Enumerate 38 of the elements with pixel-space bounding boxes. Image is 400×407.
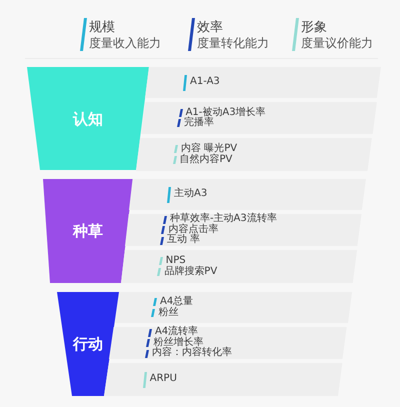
stage-label: 行动 <box>73 335 103 353</box>
metric-label: A1-A3 <box>190 77 220 88</box>
metric-band <box>136 138 372 171</box>
metric-label: 互动 率 <box>166 235 200 246</box>
metric-label: ARPU <box>150 374 177 385</box>
metric-band <box>104 363 342 396</box>
metric-label: 粉丝 <box>158 308 178 318</box>
metric-band <box>125 214 362 246</box>
funnel-stage <box>27 67 149 170</box>
legend-subtitle: 度量收入能力 <box>89 36 161 51</box>
metric-label: A1-被动A3增长率 <box>186 108 266 118</box>
legend-label: 规模 <box>89 20 116 35</box>
metric-label: 主动A3 <box>174 189 208 200</box>
metric-label: A4流转率 <box>154 327 198 338</box>
metric-label: 内容点击率 <box>168 224 218 235</box>
metric-band <box>140 102 376 134</box>
metric-label: 内容：内容转化率 <box>152 348 232 359</box>
funnel-stage <box>57 292 119 396</box>
metric-label: 品牌搜索PV <box>164 266 218 277</box>
metric-band <box>109 327 347 359</box>
metric-label: 种草效率-主动A3流转率 <box>170 214 277 224</box>
metric-label: 内容 曝光PV <box>181 144 238 154</box>
funnel-stage <box>43 179 133 283</box>
metric-label: 完播率 <box>184 118 214 128</box>
metric-label: 自然内容PV <box>180 154 232 165</box>
legend-subtitle: 度量议价能力 <box>301 36 373 51</box>
metric-label: NPS <box>166 256 186 266</box>
metric-label: 粉丝增长率 <box>153 338 204 348</box>
metric-band <box>145 67 381 98</box>
metric-label: A4总量 <box>160 297 194 307</box>
stage-label: 认知 <box>73 110 103 128</box>
legend-label: 形象 <box>301 20 328 35</box>
legend-subtitle: 度量转化能力 <box>197 36 269 51</box>
stage-label: 种草 <box>73 222 103 240</box>
metric-band <box>129 179 366 210</box>
metric-band <box>114 292 352 323</box>
legend-label: 效率 <box>197 20 224 35</box>
metric-band <box>121 250 358 283</box>
